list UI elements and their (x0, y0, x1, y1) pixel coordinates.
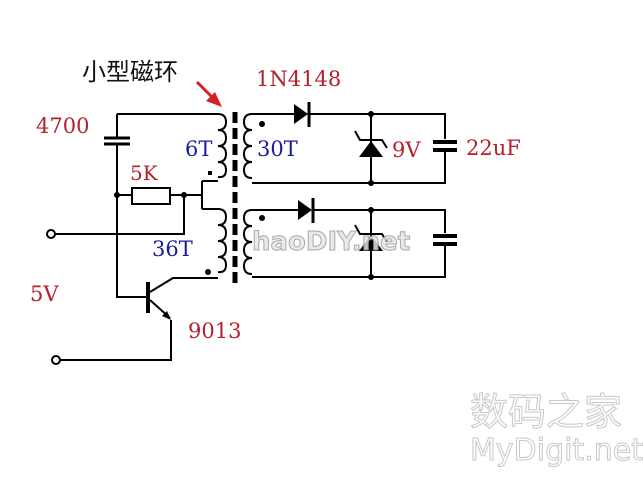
zener-9v-label: 9V (392, 138, 421, 162)
capacitor-22uf (433, 139, 457, 152)
diode-1n4148 (294, 102, 311, 127)
arrow-icon (195, 80, 222, 107)
winding-30t-label: 30T (257, 137, 298, 161)
zener (354, 224, 388, 251)
input-terminal-positive (46, 229, 56, 239)
winding-36t (205, 208, 228, 275)
polarity-dot (259, 121, 265, 127)
polarity-dot (259, 215, 265, 221)
watermark-en: MyDigit.net (470, 433, 643, 468)
capacitor-4700-label: 4700 (36, 114, 89, 138)
secondary-circuit-bottom (242, 198, 457, 280)
junction-dot (114, 192, 120, 198)
diode (298, 198, 315, 223)
winding-6t-label: 6T (185, 137, 212, 161)
primary-circuit (46, 113, 218, 365)
capacitor (433, 233, 457, 246)
supply-5v-label: 5V (30, 282, 59, 306)
winding-36t-label: 36T (152, 237, 193, 261)
junction-dot (368, 207, 374, 213)
watermark-haodiy: haoDIY.net (252, 227, 410, 257)
resistor-5k (131, 187, 171, 205)
watermark-cn: 数码之家 (470, 390, 622, 434)
input-terminal-negative (51, 355, 61, 365)
winding-6t (208, 113, 228, 179)
capacitor-22uf-label: 22uF (466, 136, 521, 160)
junction-dot (368, 274, 374, 280)
transistor-9013-label: 9013 (188, 319, 241, 343)
zener-9v (354, 130, 388, 157)
junction-dot (368, 111, 374, 117)
polarity-dot (205, 269, 211, 275)
diode-1n4148-label: 1N4148 (256, 67, 341, 91)
secondary-circuit-top (242, 102, 457, 186)
core-label: 小型磁环 (82, 58, 178, 86)
resistor-5k-label: 5K (130, 161, 159, 185)
capacitor-4700 (104, 136, 130, 146)
junction-dot (368, 180, 374, 186)
transistor-9013 (146, 277, 218, 320)
polarity-dot (208, 171, 212, 175)
